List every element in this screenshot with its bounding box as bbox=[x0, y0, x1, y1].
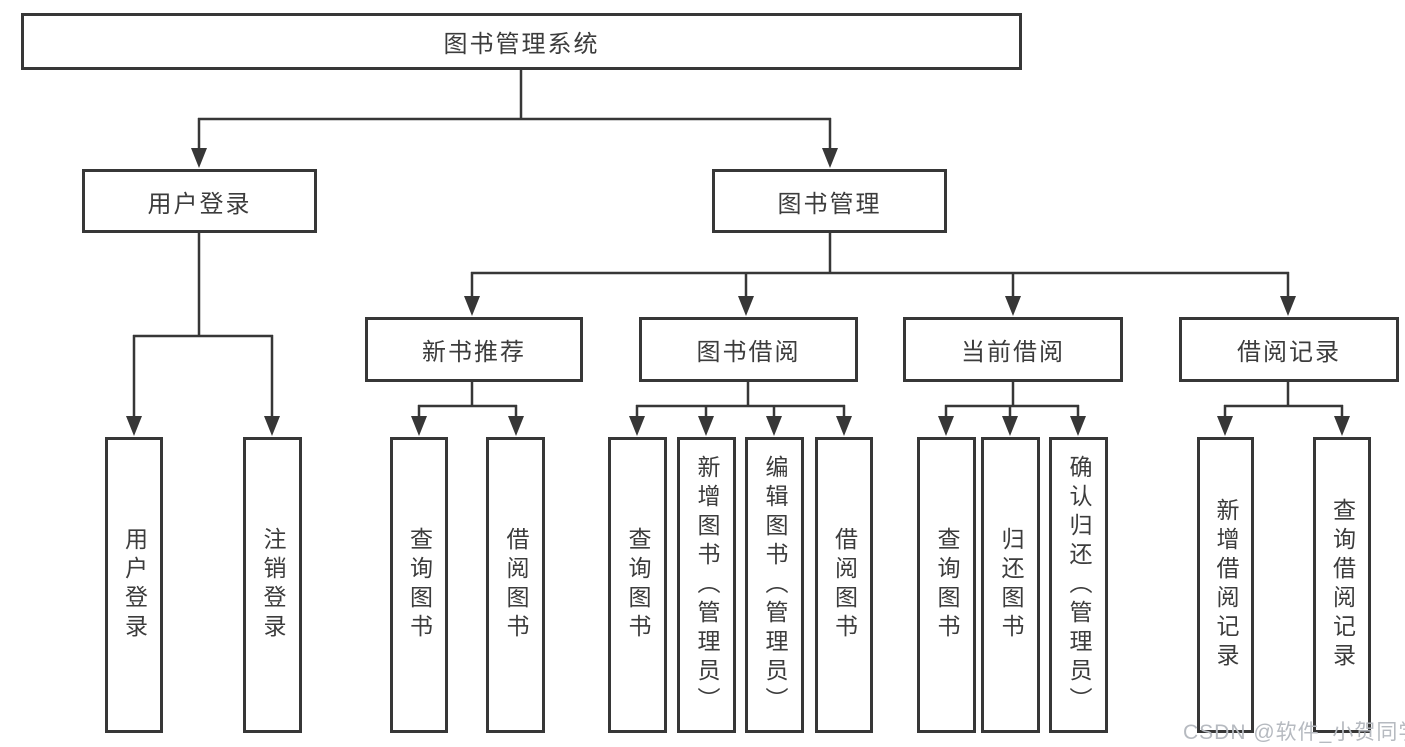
leaf-records-add-record: 新增借阅记录 bbox=[1197, 437, 1254, 733]
leaf-records-add-record-label: 新增借阅记录 bbox=[1213, 498, 1239, 672]
leaf-newbooks-borrow-books: 借阅图书 bbox=[486, 437, 545, 733]
node-current-borrowing-label: 当前借阅 bbox=[961, 339, 1065, 366]
leaf-logout: 注销登录 bbox=[243, 437, 302, 733]
node-book-management-label: 图书管理 bbox=[777, 190, 882, 218]
leaf-newbooks-borrow-books-label: 借阅图书 bbox=[503, 527, 529, 643]
leaf-borrowing-edit-books-admin-label: 编辑图书（管理员） bbox=[762, 454, 788, 716]
leaf-current-query-books-label: 查询图书 bbox=[934, 527, 960, 643]
node-user-login-label: 用户登录 bbox=[147, 190, 252, 218]
leaf-logout-label: 注销登录 bbox=[260, 527, 286, 643]
leaf-borrowing-query-books: 查询图书 bbox=[608, 437, 667, 733]
node-book-borrowing: 图书借阅 bbox=[639, 317, 858, 382]
node-borrowing-records-label: 借阅记录 bbox=[1237, 339, 1341, 366]
node-root: 图书管理系统 bbox=[21, 13, 1022, 70]
leaf-borrowing-borrow-books: 借阅图书 bbox=[815, 437, 873, 733]
leaf-current-confirm-return-admin: 确认归还（管理员） bbox=[1049, 437, 1108, 733]
leaf-borrowing-edit-books-admin: 编辑图书（管理员） bbox=[745, 437, 804, 733]
leaf-records-query-record-label: 查询借阅记录 bbox=[1329, 498, 1356, 672]
node-current-borrowing: 当前借阅 bbox=[903, 317, 1123, 382]
leaf-user-login: 用户登录 bbox=[105, 437, 163, 733]
leaf-current-query-books: 查询图书 bbox=[917, 437, 976, 733]
leaf-current-return-books-label: 归还图书 bbox=[998, 527, 1024, 643]
leaf-current-confirm-return-admin-label: 确认归还（管理员） bbox=[1066, 454, 1092, 716]
node-borrowing-records: 借阅记录 bbox=[1179, 317, 1399, 382]
leaf-borrowing-borrow-books-label: 借阅图书 bbox=[831, 527, 858, 643]
leaf-borrowing-add-books-admin: 新增图书（管理员） bbox=[677, 437, 736, 733]
leaf-records-query-record: 查询借阅记录 bbox=[1313, 437, 1371, 733]
node-user-login: 用户登录 bbox=[82, 169, 317, 233]
leaf-borrowing-query-books-label: 查询图书 bbox=[625, 527, 651, 643]
node-book-borrowing-label: 图书借阅 bbox=[696, 339, 801, 366]
leaf-newbooks-query-books: 查询图书 bbox=[390, 437, 448, 733]
leaf-borrowing-add-books-admin-label: 新增图书（管理员） bbox=[694, 454, 720, 716]
node-new-book-recommendation-label: 新书推荐 bbox=[422, 339, 526, 366]
node-root-label: 图书管理系统 bbox=[443, 31, 600, 58]
node-book-management: 图书管理 bbox=[712, 169, 947, 233]
leaf-current-return-books: 归还图书 bbox=[981, 437, 1040, 733]
leaf-user-login-label: 用户登录 bbox=[121, 527, 148, 643]
leaf-newbooks-query-books-label: 查询图书 bbox=[406, 527, 433, 643]
node-new-book-recommendation: 新书推荐 bbox=[365, 317, 583, 382]
